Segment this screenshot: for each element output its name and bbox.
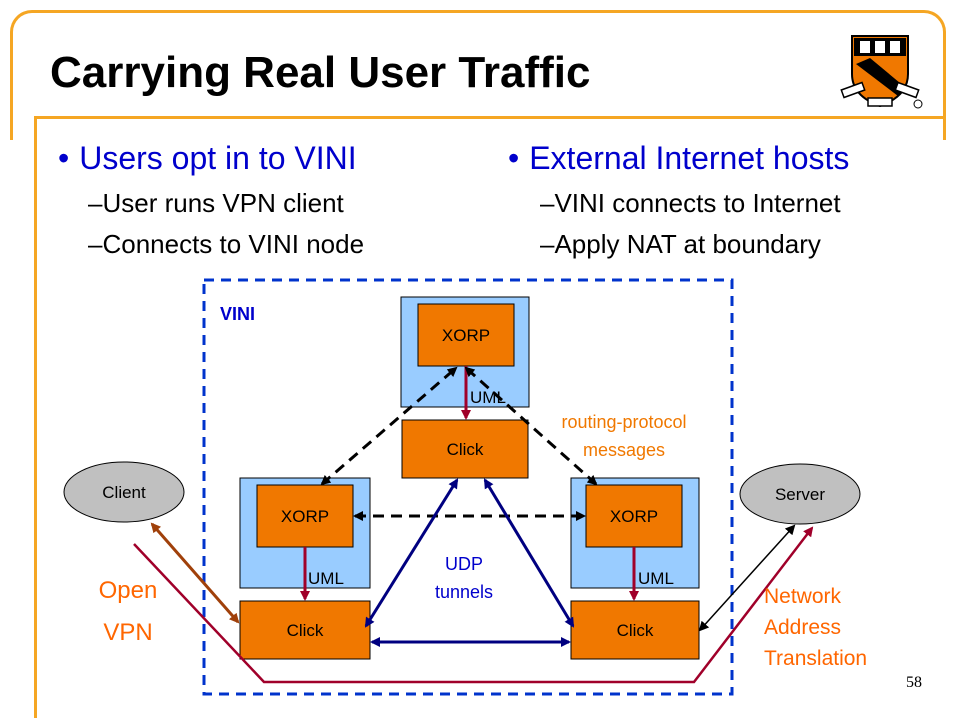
click-box-left: [239, 600, 371, 660]
click-label-right: Click: [617, 621, 654, 640]
udp-tunnel-right-top: [483, 478, 575, 628]
routing-label-line1: routing-protocol: [561, 412, 686, 432]
click-label-top: Click: [447, 440, 484, 459]
slide-title-rule: [34, 116, 946, 119]
nat-label-line1: Network: [764, 585, 842, 608]
bullet-users-opt-in: •Users opt in to VINI: [58, 140, 357, 177]
click-label-left: Click: [287, 621, 324, 640]
bullet-text: External Internet hosts: [529, 140, 850, 176]
click-box-right: [570, 600, 700, 660]
routing-arrow-right-top: [464, 366, 598, 486]
slide-title: Carrying Real User Traffic: [50, 48, 591, 97]
client-label: Client: [102, 483, 146, 502]
server-node: [739, 463, 861, 525]
uml-label-right: UML: [638, 569, 674, 588]
server-label: Server: [775, 485, 825, 504]
sub-bullet-vini-internet: –VINI connects to Internet: [540, 188, 841, 218]
vini-boundary: [202, 278, 734, 696]
xorp-label-top: XORP: [442, 326, 490, 345]
bullet-external-hosts: •External Internet hosts: [508, 140, 849, 177]
udp-label-line2: tunnels: [435, 582, 493, 602]
sub-bullet-connects-vini: –Connects to VINI node: [88, 229, 365, 259]
openvpn-label-line2: VPN: [103, 619, 152, 646]
client-node: [63, 461, 185, 523]
openvpn-arrow: [150, 522, 240, 624]
bullet-dot-icon: •: [508, 140, 520, 176]
princeton-shield-logo: [840, 35, 923, 109]
nat-label-line2: Address: [764, 616, 841, 639]
routing-label-line2: messages: [583, 440, 665, 460]
xorp-box-top: [417, 303, 515, 367]
end-to-end-path: [133, 526, 814, 684]
bullet-dot-icon: •: [58, 140, 70, 176]
sub-bullet-apply-nat: –Apply NAT at boundary: [540, 229, 821, 259]
slide-frame-top: [10, 10, 946, 140]
uml-label-left: UML: [308, 569, 344, 588]
xorp-label-right: XORP: [610, 507, 658, 526]
xorp-box-left: [256, 484, 354, 548]
slide-frame-left-rule: [34, 118, 37, 718]
xorp-label-left: XORP: [281, 507, 329, 526]
openvpn-label-line1: Open: [99, 577, 158, 604]
udp-tunnel-left-top: [364, 478, 459, 628]
vini-label: VINI: [220, 304, 255, 324]
xorp-box-right: [585, 484, 683, 548]
sub-bullet-vpn-client: –User runs VPN client: [88, 188, 344, 218]
udp-label-line1: UDP: [445, 554, 483, 574]
nat-arrow: [698, 524, 796, 632]
nat-label-line3: Translation: [764, 647, 867, 670]
page-number: 58: [906, 674, 922, 691]
bullet-text: Users opt in to VINI: [79, 140, 357, 176]
routing-arrow-left-top: [320, 366, 458, 486]
